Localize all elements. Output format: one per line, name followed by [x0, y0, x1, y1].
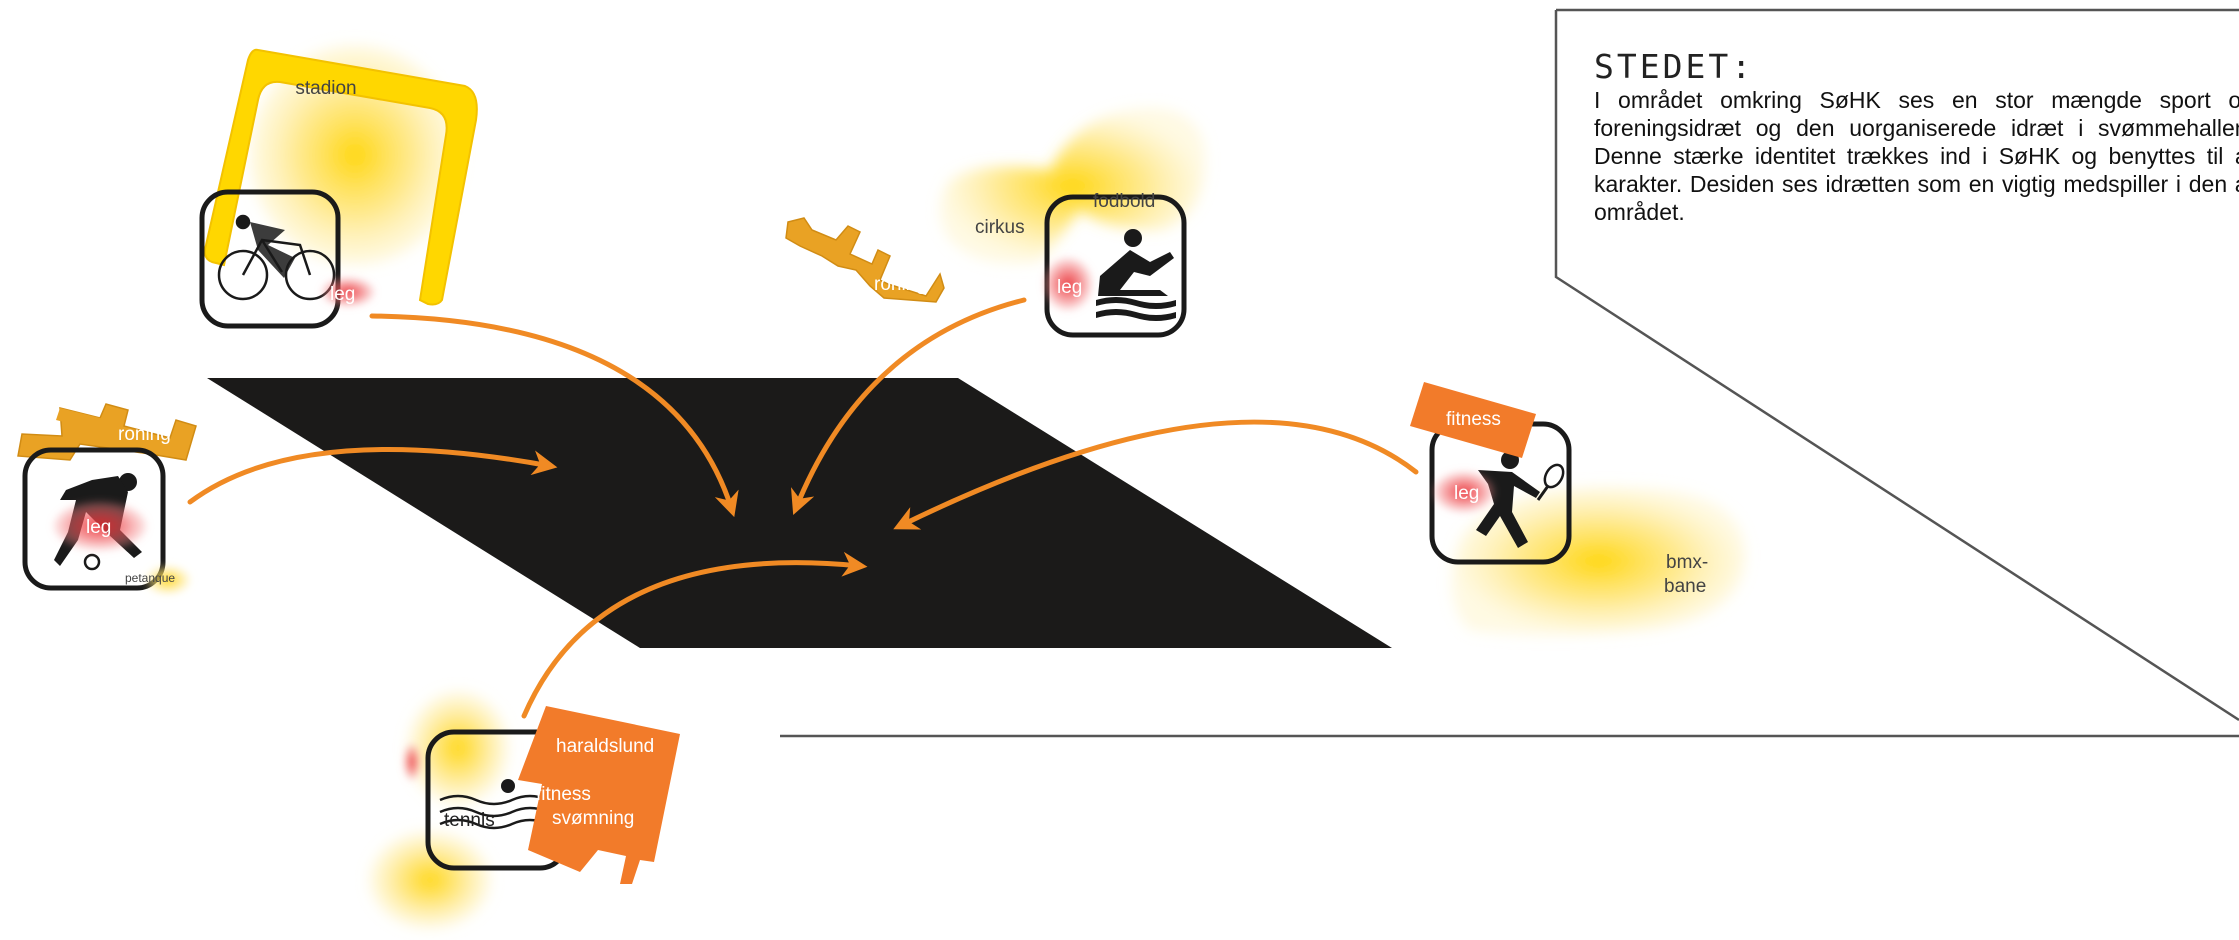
cirkus-label: cirkus	[975, 217, 1025, 238]
svomning-label: svømning	[552, 808, 634, 829]
cirkus-fodbold-cluster: cirkus fodbold leg	[940, 108, 1205, 335]
haraldslund-cluster: haraldslund fitness svømning tennis	[370, 692, 680, 928]
info-heading: STEDET:	[1594, 48, 2239, 86]
stadion-label: stadion	[295, 78, 356, 99]
roning-label-west: roning	[118, 424, 171, 445]
fitness-label-south: fitness	[536, 784, 591, 805]
roning-label-north: roning	[874, 274, 927, 295]
bane-label: bane	[1664, 576, 1706, 597]
leg-label-west: leg	[86, 517, 111, 538]
leg-label: leg	[330, 284, 355, 305]
tennis-heat-zone	[408, 692, 508, 804]
roning-north-cluster: roning	[786, 218, 944, 302]
cirkus-fodbold-heat-zone	[940, 108, 1205, 264]
haraldslund-label: haraldslund	[556, 736, 654, 757]
fitness-label-east: fitness	[1446, 409, 1501, 430]
stadion-cluster: stadion leg	[202, 45, 477, 326]
leg-label-north: leg	[1057, 277, 1082, 298]
red-heat-spot-south	[404, 744, 420, 780]
bmx-label: bmx-	[1666, 552, 1708, 573]
rower-figure	[1096, 229, 1176, 321]
fitness-bmx-cluster: fitness leg bmx- bane	[1410, 382, 1745, 635]
info-panel: STEDET: I området omkring SøHK ses en st…	[1594, 48, 2239, 268]
central-plaza	[207, 378, 1392, 648]
roning-west-cluster: roning leg petanque	[18, 404, 196, 594]
info-body: I området omkring SøHK ses en stor mængd…	[1594, 86, 2239, 226]
tennis-label: tennis	[444, 810, 495, 831]
petanque-label: petanque	[125, 571, 175, 585]
fodbold-label: fodbold	[1093, 191, 1155, 212]
leg-label-east: leg	[1454, 483, 1479, 504]
